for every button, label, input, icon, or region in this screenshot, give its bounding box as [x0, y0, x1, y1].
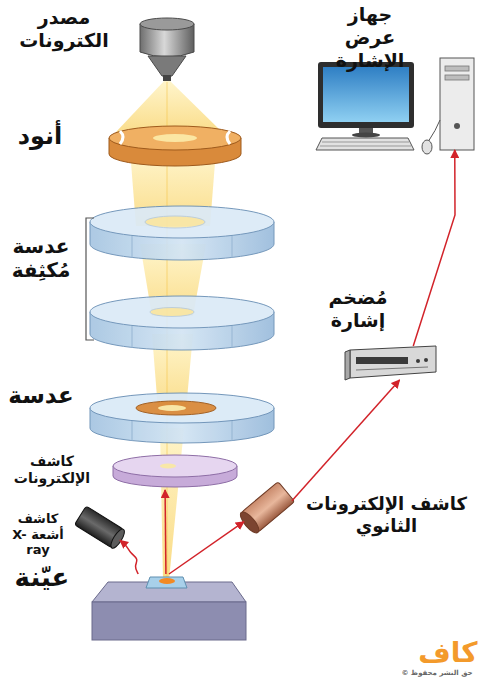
component-label: مُضخم إشارة — [317, 286, 399, 332]
detector-hole — [160, 464, 176, 469]
monitor-base — [352, 133, 380, 138]
display-computer — [316, 58, 474, 154]
beam-segment — [116, 80, 222, 132]
watermark: حق النشر محفوظ © — [396, 669, 478, 677]
amplifier-body — [350, 346, 436, 378]
beam-segment — [160, 428, 184, 580]
lens-hole — [150, 308, 194, 317]
component-label: كاشف الإلكترونات الثانوي — [295, 493, 478, 536]
anode-hole — [153, 134, 197, 142]
gun-tip — [163, 75, 171, 81]
condenser-lens — [90, 206, 274, 260]
pole-piece — [136, 401, 216, 415]
power-button — [454, 123, 460, 129]
part-label: عدسة مُكثِفة — [0, 234, 82, 282]
drive-bay — [445, 75, 469, 80]
lens-top — [90, 393, 274, 423]
monitor-frame — [318, 62, 414, 128]
part-label: عدسة — [2, 382, 80, 410]
signal-arrow — [169, 522, 244, 574]
amplifier-side — [345, 350, 350, 380]
secondary-detector: كاشف الإلكترونات الثانوي — [244, 486, 292, 528]
part-label: مصدر الكترونات — [8, 6, 120, 52]
amplifier-knob — [424, 358, 428, 362]
sample-stage — [92, 577, 246, 640]
lens-divider — [232, 421, 233, 441]
signal-arrow — [413, 150, 455, 346]
sample-stage: عيّنة — [92, 574, 246, 640]
lens-divider — [132, 421, 133, 441]
component-label: كاشف الإلكترونات — [3, 453, 101, 487]
signal-arrow — [292, 380, 400, 501]
objective-lens — [90, 393, 274, 443]
amplifier-slot — [356, 357, 408, 364]
anode-notch — [227, 131, 230, 144]
electron-detector — [113, 455, 237, 487]
condenser-lens — [90, 296, 274, 350]
lens-divider — [132, 236, 133, 258]
lens-divider — [232, 326, 233, 348]
amplifier-line — [356, 367, 428, 370]
lens-divider — [232, 236, 233, 258]
component-label: عيّنة — [4, 562, 80, 593]
signal-arrow — [164, 490, 166, 574]
keyboard — [316, 138, 414, 150]
display-device: جهاز عرض الإشارة — [312, 58, 478, 150]
electron-gun — [140, 18, 194, 81]
anode — [109, 126, 241, 166]
gun-cone — [148, 56, 186, 76]
part-label: أنود — [4, 122, 76, 151]
monitor-screen — [323, 67, 409, 122]
sample-piece — [146, 577, 187, 588]
detector-opening — [237, 509, 261, 535]
anode-top — [109, 126, 241, 150]
lens-top — [90, 206, 274, 238]
gun-top — [140, 18, 194, 30]
component-label: كاشف أشعة X-ray — [2, 511, 74, 558]
xray-detector: كاشف أشعة X-ray — [78, 505, 120, 549]
bracket — [86, 218, 94, 340]
signal-arrow — [120, 540, 138, 574]
lens-divider — [132, 326, 133, 348]
anode-notch — [120, 131, 123, 144]
mouse-cable — [428, 120, 440, 142]
watermark: كاف — [418, 636, 478, 670]
stage-front — [92, 602, 246, 640]
signal-amplifier — [345, 346, 436, 380]
secondary-detector — [237, 482, 294, 536]
keyboard-row — [322, 142, 409, 143]
detector-disk: كاشف الإلكترونات — [113, 455, 237, 490]
lens-top — [90, 296, 274, 328]
xray-detector — [75, 506, 127, 550]
sample-spot — [159, 578, 175, 584]
amplifier-knob — [416, 359, 420, 363]
detector-top — [113, 455, 237, 477]
amplifier-box: مُضخم إشارة — [345, 346, 436, 380]
xray-window — [108, 527, 126, 550]
component-label: جهاز عرض الإشارة — [320, 3, 420, 71]
keyboard-row — [320, 146, 411, 147]
mouse — [422, 140, 432, 154]
lens-hole — [145, 216, 205, 228]
computer-tower — [440, 58, 474, 150]
drive-bay — [445, 66, 469, 71]
lens-hole — [158, 405, 186, 411]
